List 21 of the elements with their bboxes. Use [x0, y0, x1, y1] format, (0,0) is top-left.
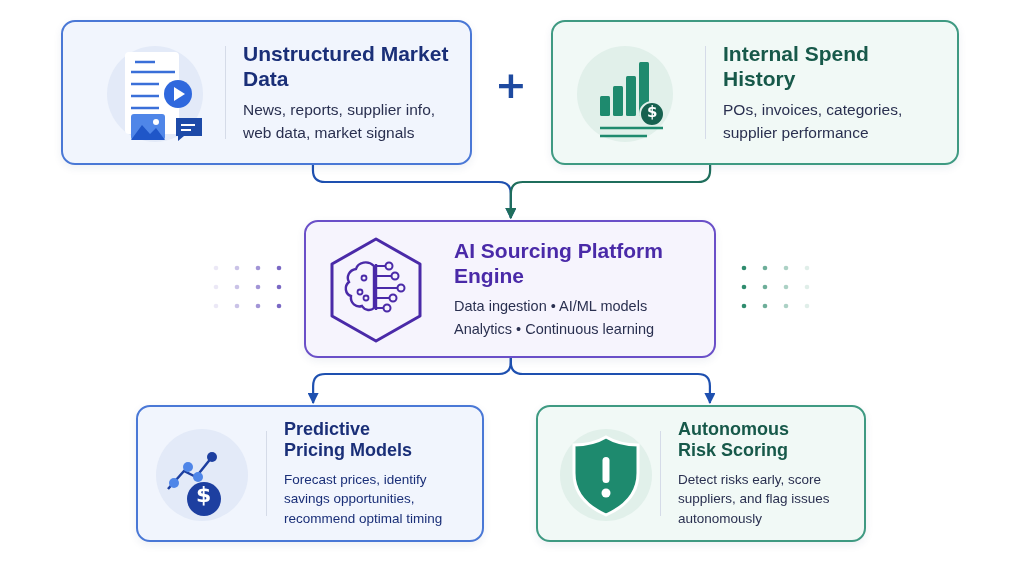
- plus-sign: +: [495, 66, 527, 104]
- card-title: Autonomous Risk Scoring: [678, 418, 790, 462]
- card: [551, 20, 959, 165]
- card-title: Unstructured Market Data: [243, 40, 450, 92]
- card: [136, 405, 484, 542]
- arrow: [505, 165, 712, 220]
- card-description: Detect risks early, score suppliers, and flag issues autonomously: [678, 470, 831, 528]
- card: [536, 405, 866, 542]
- card-description: POs, invoices, categories, supplier performance: [723, 100, 904, 143]
- card-description: Analytics • Continuous learning: [454, 320, 656, 340]
- card-description: Data ingestion • AI/ML models: [454, 297, 649, 317]
- arrow: [509, 358, 716, 405]
- card: [304, 220, 716, 358]
- dollar-sign: $: [196, 484, 212, 506]
- card-title: Predictive Pricing Models: [284, 418, 414, 462]
- card: [61, 20, 472, 165]
- card-title: Internal Spend History: [723, 40, 870, 92]
- dollar-sign: $: [647, 105, 658, 120]
- card-description: Forecast prices, identify savings opportunities, recommend optimal timing: [284, 470, 444, 528]
- card-description: News, reports, supplier info, web data, market signals: [243, 100, 437, 143]
- card-title: AI Sourcing Platform Engine: [454, 237, 664, 289]
